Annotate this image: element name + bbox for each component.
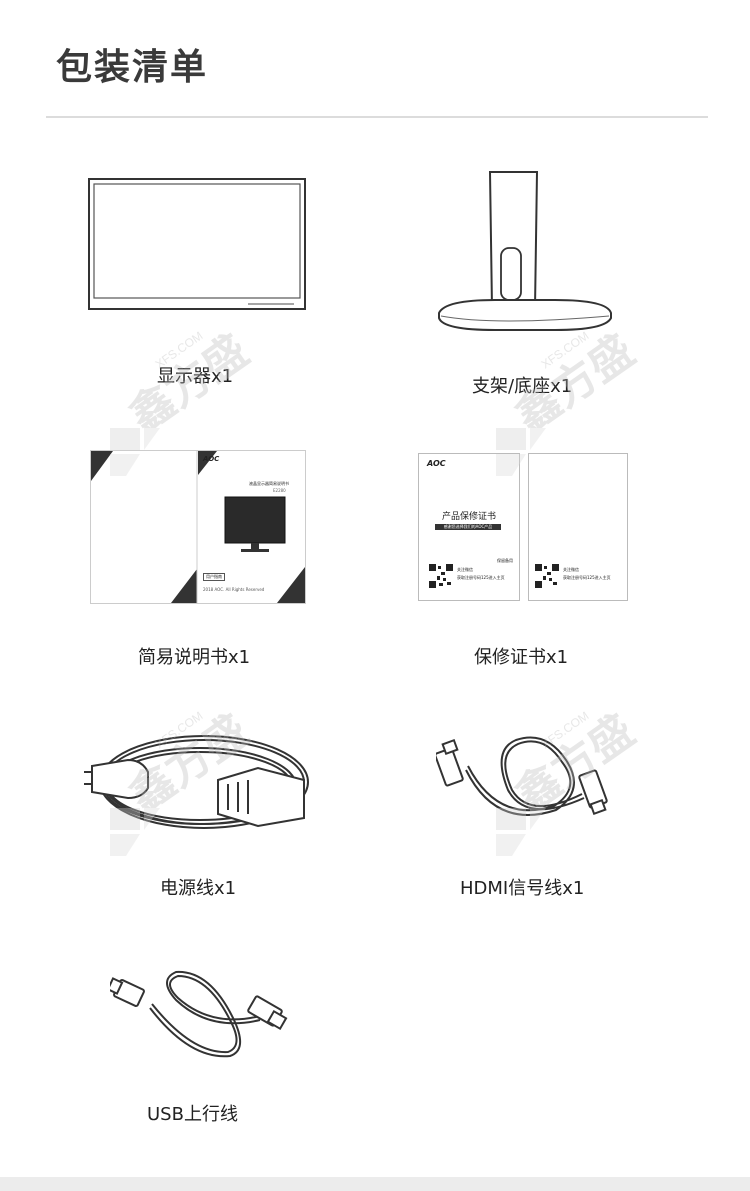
manual-title: 液晶显示器简易说明书 — [249, 481, 289, 486]
warranty-subtitle: 感谢您选择我们的AOC产品 — [435, 524, 501, 530]
warranty-qr-text-2: 获取注册号码125进入主页 — [563, 575, 611, 580]
usb-cable-image — [110, 970, 288, 1058]
item-label-monitor: 显示器x1 — [157, 366, 234, 387]
item-label-stand: 支架/底座x1 — [472, 376, 573, 397]
monitor-image — [88, 178, 306, 310]
item-label-usb-cable: USB上行线 — [147, 1104, 238, 1125]
title-divider — [46, 116, 708, 118]
warranty-qr-text: 获取注册号码125进入主页 — [457, 575, 505, 580]
item-label-hdmi-cable: HDMI信号线x1 — [460, 878, 585, 899]
warranty-brand: AOC — [427, 459, 446, 468]
qr-code-icon — [429, 564, 453, 588]
svg-text:XFS.COM: XFS.COM — [539, 329, 592, 372]
item-label-power-cable: 电源线x1 — [160, 878, 237, 899]
manual-copyright: 2018 AOC. All Rights Reserved — [203, 587, 265, 592]
item-label-warranty: 保修证书x1 — [474, 647, 569, 668]
manual-badge: 用户指南 — [203, 573, 225, 581]
manual-brand: AOC — [203, 455, 220, 463]
warranty-qr-caption: 关注微信 — [457, 567, 473, 572]
qr-code-icon — [535, 564, 559, 588]
manual-model: E2280 — [273, 488, 286, 493]
warranty-title: 产品保修证书 — [441, 512, 496, 522]
warranty-page-left: AOC 产品保修证书 感谢您选择我们的AOC产品 保留备用 关注微信 获取注册号… — [418, 453, 520, 601]
stand-image — [438, 171, 612, 331]
manual-image: AOC 液晶显示器简易说明书 E2280 用户指南 2018 AOC. All … — [90, 450, 306, 604]
item-label-manual: 简易说明书x1 — [138, 647, 251, 668]
warranty-footer-right: 保留备用 — [497, 558, 513, 563]
warranty-page-right: 关注微信 获取注册号码125进入主页 — [528, 453, 628, 601]
page-title: 包装清单 — [56, 47, 209, 88]
footer-bar — [0, 1177, 750, 1191]
warranty-image: AOC 产品保修证书 感谢您选择我们的AOC产品 保留备用 关注微信 获取注册号… — [418, 453, 628, 601]
warranty-qr-caption-2: 关注微信 — [563, 567, 579, 572]
power-cable-image — [84, 735, 309, 829]
hdmi-cable-image — [436, 736, 608, 816]
